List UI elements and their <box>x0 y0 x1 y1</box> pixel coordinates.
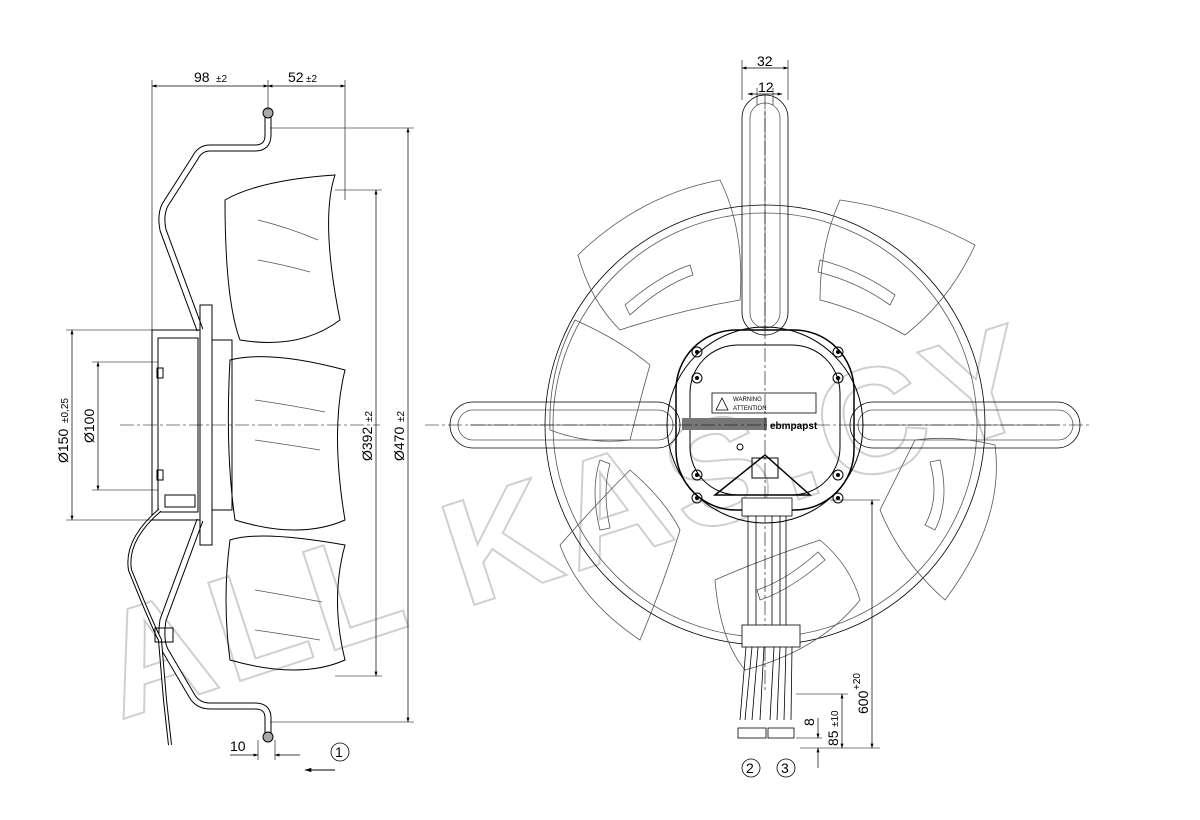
tol-85: ±10 <box>830 710 841 727</box>
dim-600: 600 <box>855 690 871 714</box>
dia-470: Ø470 <box>391 427 407 461</box>
dim-8: 8 <box>801 718 817 726</box>
dim-85: 85 <box>825 730 841 746</box>
callout-1: 1 <box>335 744 343 760</box>
dim-52: 52 <box>288 69 304 85</box>
dia-392: Ø392 <box>359 427 375 461</box>
svg-text:ALL KAS.CY: ALL KAS.CY <box>78 289 1059 751</box>
dim-32: 32 <box>757 53 773 69</box>
attention-label: ATTENTION <box>733 406 767 412</box>
tol-392: ±2 <box>364 411 375 422</box>
tol-600: +20 <box>852 673 863 690</box>
dia-150: Ø150 <box>55 429 71 463</box>
watermark: ALL KAS.CY <box>77 288 1060 752</box>
tol-470: ±2 <box>396 411 407 422</box>
dim-12: 12 <box>758 79 774 95</box>
tol-150: ±0,25 <box>60 398 71 423</box>
brand-label: ebmpapst <box>770 421 818 432</box>
callout-2: 2 <box>746 760 754 776</box>
dia-100: Ø100 <box>81 409 97 443</box>
dim-10: 10 <box>230 738 246 754</box>
callout-3: 3 <box>781 760 789 776</box>
dim-98: 98 <box>194 69 210 85</box>
side-view: 98 ±2 52 ±2 Ø150 ±0,25 Ø100 Ø392 ±2 Ø470 <box>55 69 414 773</box>
tol-52: ±2 <box>306 74 317 85</box>
tol-98: ±2 <box>216 74 227 85</box>
front-view: WARNING ATTENTION ebmpapst 32 12 <box>425 53 1090 778</box>
warning-label: WARNING <box>733 397 762 403</box>
